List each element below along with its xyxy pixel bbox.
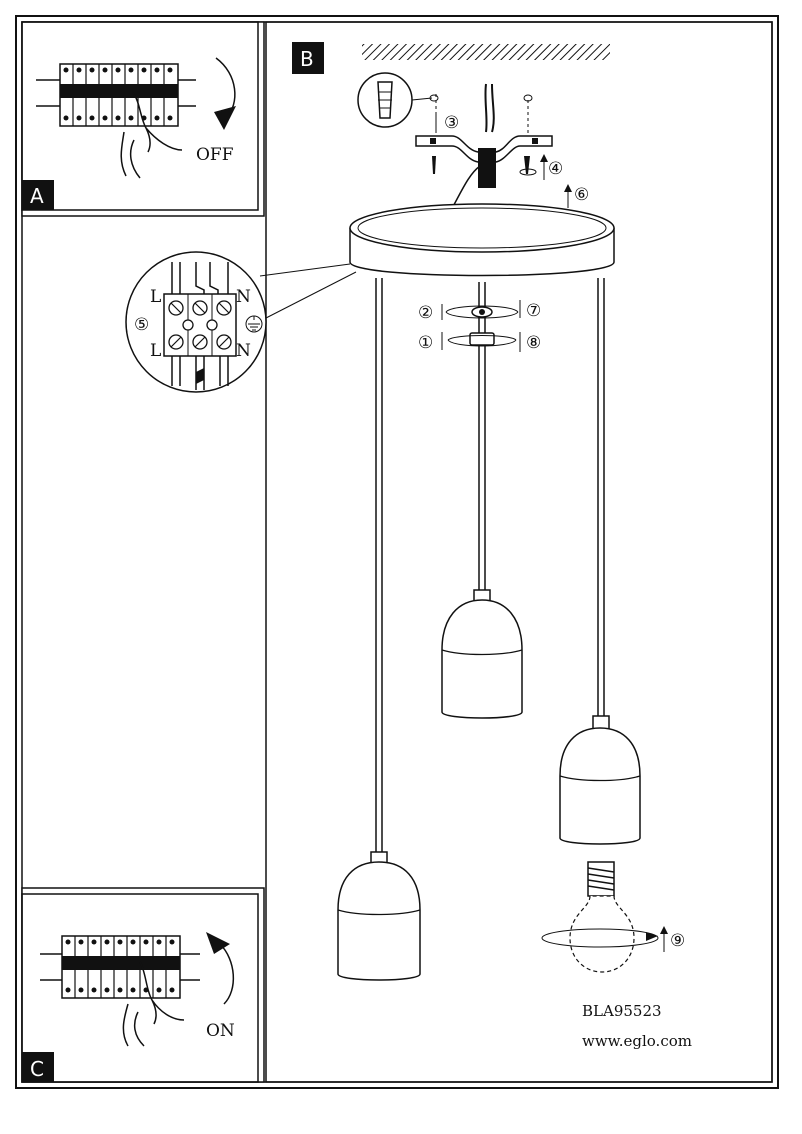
outer-frame: [15, 15, 779, 1089]
panel-a: A: [21, 21, 265, 217]
website: www.eglo.com: [582, 1032, 692, 1050]
panel-b-letter-box: [292, 42, 324, 74]
hand-icon: [120, 91, 183, 179]
breaker-block-a: [36, 63, 196, 127]
panel-a-letter: A: [30, 184, 44, 208]
step-2-label: ②: [418, 303, 433, 323]
terminal-n-bottom: N: [236, 341, 251, 361]
hand-icon-c: [122, 961, 185, 1047]
step-4-label: ④: [548, 159, 563, 179]
ceiling-canopy: [349, 203, 615, 277]
mounting-bracket: [415, 83, 553, 247]
wall-plug-icon: [357, 72, 439, 128]
switch-on-arrow-icon: [219, 943, 235, 1005]
ceiling-hatch: [362, 44, 610, 60]
panel-c: C ON: [21, 887, 265, 1083]
terminal-n-top: N: [236, 287, 251, 307]
terminal-block-detail: L L N N ⑤: [125, 251, 357, 393]
panel-b-letter: B: [300, 47, 314, 71]
light-bulb-icon: [541, 861, 668, 973]
lamp-shade-middle: [441, 589, 523, 719]
switch-off-label: OFF: [196, 145, 234, 165]
step-6-label: ⑥: [574, 185, 589, 205]
step-5-label: ⑤: [134, 315, 149, 335]
step-7-label: ⑦: [526, 301, 541, 321]
terminal-l-top: L: [150, 287, 161, 307]
lamp-shade-left: [337, 851, 421, 981]
panel-c-letter: C: [30, 1057, 44, 1081]
strain-relief: [445, 305, 519, 347]
model-number: BLA95523: [582, 1002, 662, 1020]
terminal-l-bottom: L: [150, 341, 161, 361]
breaker-block-c: [40, 935, 200, 999]
step-9-label: ⑨: [670, 931, 685, 951]
step-8-label: ⑧: [526, 333, 541, 353]
panel-b: B: [125, 21, 773, 1083]
lamp-shade-right: [559, 715, 641, 845]
panel-c-letter-box: [22, 1052, 54, 1082]
step-3-label: ③: [444, 113, 459, 133]
panel-a-letter-box: [22, 180, 54, 210]
step-1-label: ①: [418, 333, 433, 353]
switch-on-label: ON: [206, 1021, 235, 1041]
